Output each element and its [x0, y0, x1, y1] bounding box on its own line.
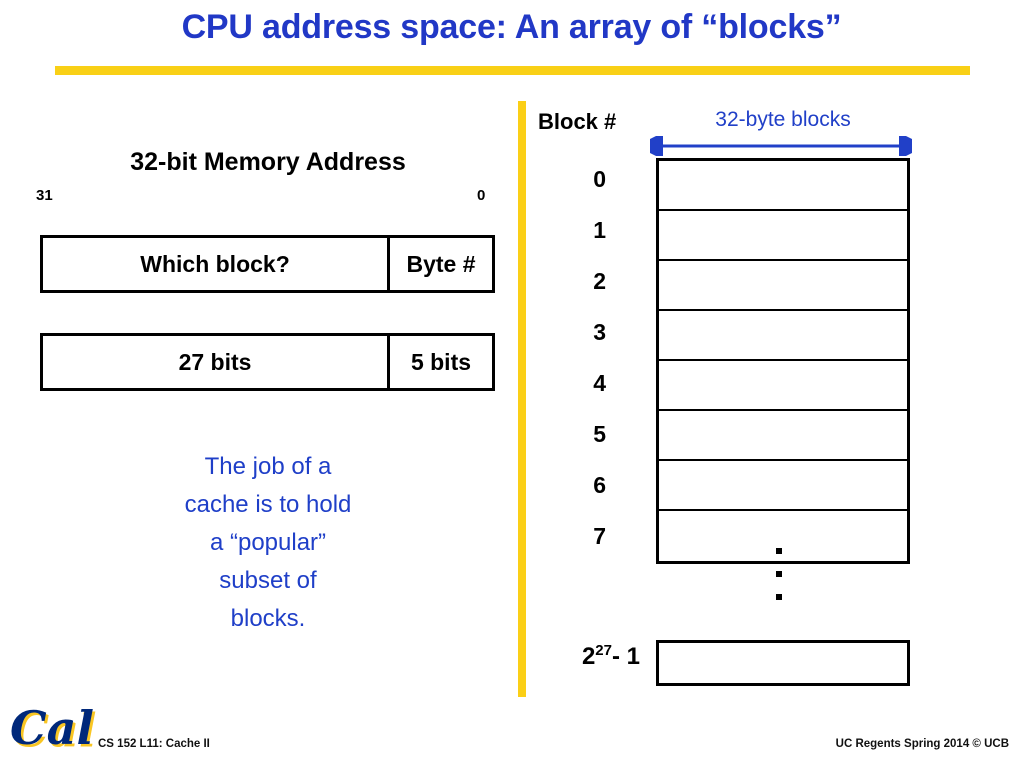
- block-index-1: 1: [593, 217, 606, 243]
- block-index-2: 2: [593, 268, 606, 294]
- block-cell: [659, 411, 907, 461]
- address-field-block: Which block?: [43, 238, 390, 290]
- block-index-7: 7: [593, 523, 606, 549]
- block-index-0: 0: [593, 166, 606, 192]
- last-block-index: 227- 1: [520, 643, 640, 671]
- block-number-column-label: Block #: [538, 109, 617, 134]
- cache-note: The job of a cache is to hold a “popular…: [110, 448, 426, 638]
- block-width-double-arrow-icon: [650, 136, 912, 156]
- block-cell: [659, 211, 907, 261]
- page-title: CPU address space: An array of “blocks”: [181, 8, 842, 46]
- bit-index-low: 0: [477, 187, 486, 204]
- cache-note-line: a “popular”: [209, 529, 327, 556]
- address-size-bar: 27 bits 5 bits: [40, 333, 495, 391]
- block-cell: [659, 511, 907, 561]
- cache-note-line: subset of: [219, 567, 317, 594]
- svg-text:Cal: Cal: [10, 701, 94, 755]
- last-block-exponent: 27: [595, 642, 612, 659]
- block-cell: [659, 261, 907, 311]
- column-divider: [518, 101, 526, 697]
- address-field-byte: Byte #: [406, 250, 476, 277]
- cache-note-line: The job of a: [204, 453, 332, 480]
- cache-note-line: blocks.: [230, 605, 306, 632]
- address-size-byte-bits: 5 bits: [410, 348, 472, 375]
- vertical-ellipsis-icon: [773, 548, 785, 600]
- svg-text:Cal: Cal: [13, 704, 96, 758]
- block-cell: [659, 311, 907, 361]
- block-size-label: 32-byte blocks: [715, 108, 851, 131]
- last-block-cell: [656, 640, 910, 686]
- block-index-5: 5: [593, 421, 606, 447]
- last-block-base: 2: [581, 643, 596, 670]
- block-cell: [659, 161, 907, 211]
- bit-index-high: 31: [36, 187, 53, 204]
- cal-logo: Cal Cal: [10, 701, 96, 758]
- footer-copyright-label: UC Regents Spring 2014 © UCB: [835, 738, 1009, 750]
- address-heading: 32-bit Memory Address: [130, 148, 406, 176]
- footer-course-label: CS 152 L11: Cache II: [98, 738, 210, 750]
- cache-note-line: cache is to hold: [184, 491, 352, 518]
- block-cell: [659, 461, 907, 511]
- address-field-bar: Which block? Byte #: [40, 235, 495, 293]
- block-index-4: 4: [593, 370, 606, 396]
- block-index-6: 6: [593, 472, 606, 498]
- last-block-suffix: - 1: [611, 643, 640, 670]
- block-array: [656, 158, 910, 564]
- address-size-block-bits: 27 bits: [43, 336, 390, 388]
- block-cell: [659, 361, 907, 411]
- block-index-3: 3: [593, 319, 606, 345]
- title-underline-rule: [55, 66, 970, 75]
